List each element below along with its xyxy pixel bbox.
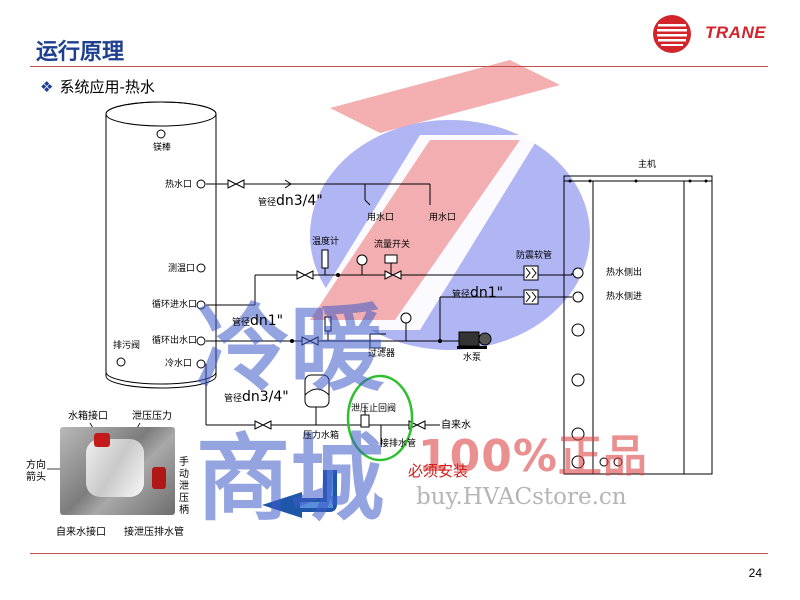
- photo-relief-pressure-label: 泄压压力: [132, 411, 172, 422]
- relief-valve-photo: [60, 427, 175, 515]
- valve-handle-icon: [152, 467, 166, 489]
- photo-direction-label: 方向箭头: [26, 460, 46, 483]
- cold-inlet-label: 冷水口: [165, 359, 193, 369]
- hot-water-outlet-label: 热水口: [165, 180, 193, 190]
- host-label: 主机: [638, 160, 657, 170]
- photo-relief-drain-label: 接泄压排水管: [124, 527, 184, 538]
- filter-label: 过滤器: [368, 349, 396, 359]
- watermark-line1: 冷暖: [196, 295, 385, 404]
- subtitle-text: 系统应用-热水: [59, 78, 155, 96]
- hot-water-pipe: [206, 179, 431, 206]
- storage-tank: [105, 101, 217, 389]
- circulation-pipe: [206, 249, 573, 306]
- host-bolts: [568, 179, 708, 183]
- tank-fittings: [116, 129, 206, 369]
- title-rule: [30, 66, 768, 67]
- relief-valve-label: 泄压止回阀: [351, 404, 397, 414]
- tap-water-label: 自来水: [441, 420, 471, 431]
- brand-wordmark: TRANE: [705, 23, 767, 42]
- arrow-head-icon: [262, 492, 302, 518]
- valve-cap-icon: [94, 433, 110, 447]
- watermark-line2: 商城: [196, 425, 385, 534]
- valve-body-icon: [86, 439, 144, 497]
- return-pipe: [206, 289, 572, 349]
- cold-pipe-size-label: 管径dn3/4": [224, 389, 289, 405]
- flex-hose-label: 防震软管: [516, 251, 553, 261]
- hot-in-label: 热水侧进: [606, 292, 643, 302]
- pressure-tank-label: 压力水箱: [303, 431, 340, 441]
- watermark-percent: 100%正品: [418, 431, 648, 482]
- magnesium-rod-label: 镁棒: [153, 143, 172, 153]
- photo-tap-port-label: 自来水接口: [56, 527, 106, 538]
- page-number: 24: [748, 566, 762, 580]
- circ-outlet-label: 循环出水口: [152, 336, 198, 346]
- hot-out-label: 热水侧出: [606, 268, 643, 278]
- photo-manual-lever-label: 手动泄压柄: [179, 457, 189, 516]
- pipe-dots: [290, 273, 442, 343]
- photo-tank-port-label: 水箱接口: [68, 411, 108, 422]
- trane-logo-icon: [653, 15, 691, 53]
- slide-subtitle: ❖ 系统应用-热水: [40, 76, 155, 97]
- circ-pipe-size-label: 管径dn1": [452, 285, 504, 301]
- hot-pipe-size-label: 管径dn3/4": [258, 193, 323, 209]
- thermometer-label: 温度计: [312, 237, 340, 247]
- use-water-2-label: 用水口: [429, 213, 457, 223]
- return-pipe-size-label: 管径dn1": [232, 313, 284, 329]
- circ-inlet-label: 循环进水口: [152, 300, 198, 310]
- relief-valve-highlight: [346, 374, 414, 462]
- temp-port-label: 测温口: [168, 264, 196, 274]
- use-water-1-label: 用水口: [367, 213, 395, 223]
- host-ports: [571, 267, 623, 469]
- cold-water-pipe: [205, 364, 440, 445]
- bullet-icon: ❖: [40, 78, 54, 96]
- arrow-highlight: [300, 470, 333, 508]
- footer-rule: [30, 553, 768, 554]
- slide-title: 运行原理: [36, 40, 125, 65]
- watermark-url: buy.HVACstore.cn: [416, 484, 627, 510]
- host-unit: [563, 175, 713, 475]
- pump-label: 水泵: [463, 353, 482, 363]
- flow-switch-label: 流量开关: [374, 240, 411, 250]
- must-install-text: 必须安装: [408, 462, 469, 480]
- pump-icon: [457, 331, 492, 349]
- drain-pipe-label: 接排水管: [380, 439, 417, 449]
- drain-valve-label: 排污阀: [113, 341, 141, 351]
